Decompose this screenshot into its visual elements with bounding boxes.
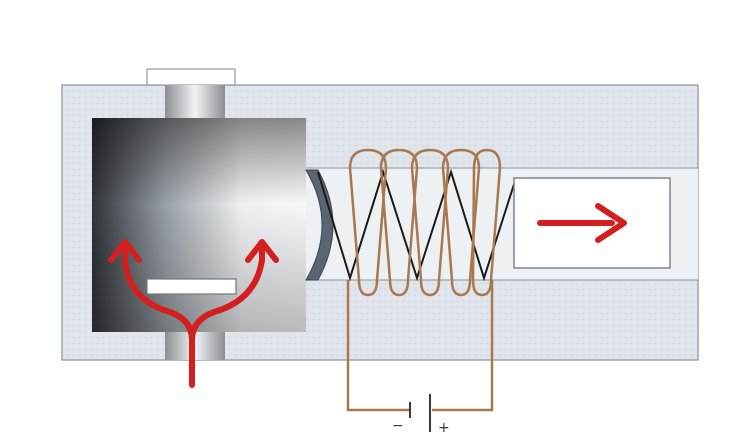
split-arrow-icon — [108, 239, 279, 388]
battery-icon — [409, 394, 431, 432]
arrow-right-icon — [537, 203, 627, 243]
positive-lead — [432, 280, 494, 412]
negative-lead — [346, 280, 410, 412]
top-cap — [146, 68, 236, 86]
chamber-bar — [146, 278, 237, 295]
positive-terminal-label: + — [438, 420, 450, 436]
top-port — [165, 85, 225, 119]
solenoid-coil — [348, 148, 502, 297]
negative-terminal-label: − — [392, 418, 404, 434]
spring — [317, 168, 517, 282]
